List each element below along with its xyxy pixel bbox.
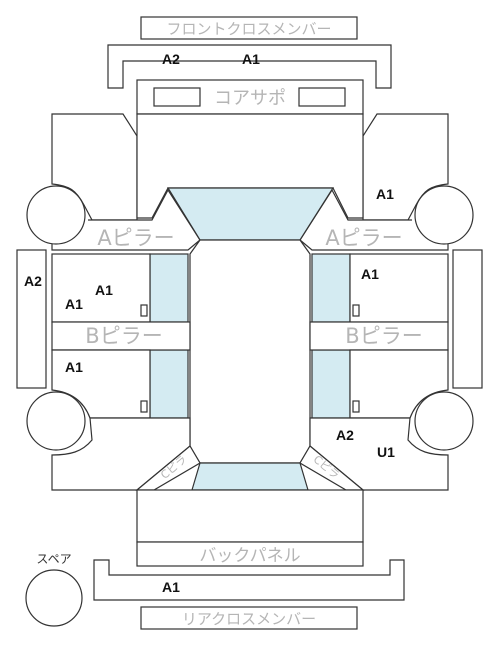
b-pillar-left [51, 321, 191, 351]
wheel-front-left [26, 185, 86, 245]
left-side-panel [16, 249, 47, 389]
spare-tire [25, 569, 83, 627]
a-pillar-right-label: Aピラー [325, 226, 402, 250]
window-front-right [311, 253, 351, 323]
wheel-front-right [414, 185, 474, 245]
code-left-side-panel: A2 [24, 273, 42, 289]
front-right-door [349, 253, 449, 323]
front-cross-member-box [140, 16, 358, 40]
b-pillar-right-label: Bピラー [345, 324, 422, 348]
code-rear-right-a: A2 [336, 427, 354, 443]
front-left-handle [140, 304, 148, 317]
rear-bumper [93, 559, 405, 601]
wheel-rear-left [26, 391, 86, 451]
code-rear-member: A1 [162, 579, 180, 595]
front-left-door [51, 253, 151, 323]
code-rear-right-b: U1 [377, 444, 395, 460]
headlight-left [153, 87, 201, 107]
b-pillar-left-label: Bピラー [85, 324, 162, 348]
window-rear-left [149, 349, 189, 419]
rear-left-handle [140, 400, 148, 413]
headlight-right [298, 87, 346, 107]
back-panel-label: バックパネル [199, 546, 300, 566]
code-front-right-door: A1 [361, 266, 379, 282]
core-support-frame [136, 79, 364, 115]
roof [189, 239, 311, 464]
a-pillar-left-label: Aピラー [97, 226, 174, 250]
right-side-panel [452, 249, 483, 389]
code-front-left-door-b: A1 [65, 296, 83, 312]
code-front-member-left: A2 [162, 51, 180, 67]
front-bumper [107, 44, 392, 89]
rear-cross-member-box [140, 606, 358, 630]
code-rear-left-door: A1 [65, 359, 83, 375]
back-panel-box [136, 541, 364, 567]
code-front-left-door-a: A1 [95, 282, 113, 298]
window-rear-right [311, 349, 351, 419]
code-front-right-fender: A1 [376, 186, 394, 202]
window-front-left [149, 253, 189, 323]
rear-window [191, 462, 309, 491]
wheel-rear-right [414, 391, 474, 451]
spare-label: スペア [36, 552, 71, 566]
rear-right-quarter [309, 417, 449, 491]
core-support-label: コアサポ [214, 88, 286, 109]
front-right-handle [352, 304, 360, 317]
rear-cross-member-label: リアクロスメンバー [182, 610, 316, 628]
rear-right-handle [352, 400, 360, 413]
code-front-member-right: A1 [242, 51, 260, 67]
trunk [136, 489, 364, 543]
rear-left-quarter [51, 417, 191, 491]
front-cross-member-label: フロントクロスメンバー [166, 20, 331, 38]
